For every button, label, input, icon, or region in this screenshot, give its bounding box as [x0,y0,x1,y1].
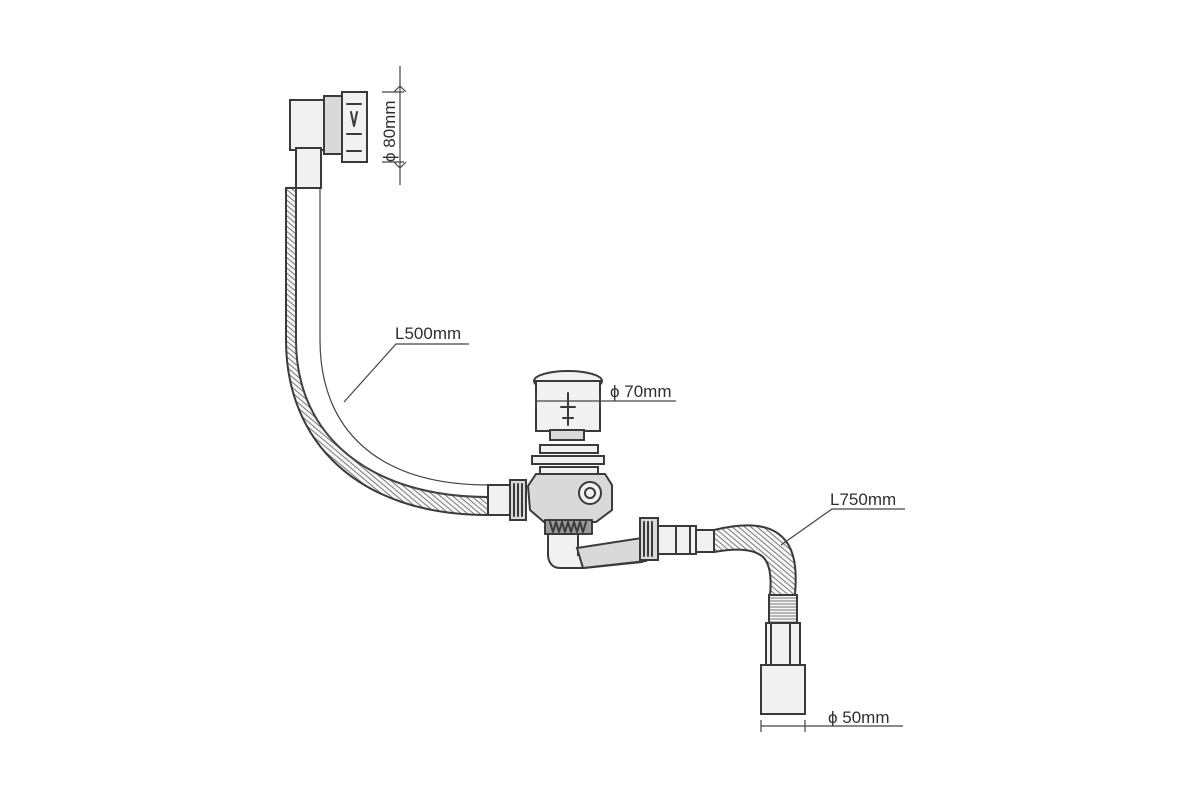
overflow-neck [295,147,322,189]
dimension-overflow-line [382,66,407,185]
dimension-outlet: ϕ 50mm [760,708,903,732]
drain-side-port-inner [584,487,596,499]
dimension-drain-line [535,395,676,407]
lower-hose-vertical [768,594,798,624]
dimension-lower-hose: L750mm [780,490,905,546]
upper-hose-outline-outer [295,188,489,498]
overflow-body [289,99,326,151]
outlet-sleeve-lines [765,622,801,666]
dimension-drain: ϕ 70mm [535,382,676,407]
dimension-outlet-label: ϕ 50mm [828,708,889,727]
outlet-lower-sleeve [760,664,806,715]
dimension-overflow: ϕ 80mm [380,66,407,185]
drain-cap-ring [549,429,585,441]
upper-hose-nut-lines [513,483,523,517]
upper-hose-fitting [487,479,527,521]
dimension-upper-hose-label: L500mm [395,324,461,343]
upper-hose-outline-inner [319,188,489,486]
dimension-drain-label: ϕ 70mm [610,382,671,401]
outlet-assembly [760,622,806,715]
dimension-lower-hose-label: L750mm [830,490,896,509]
upper-hose-coupler [487,484,511,516]
overflow-cap [323,95,343,155]
lower-hose-fitting [639,517,715,561]
drain-collar-teeth [549,521,587,533]
dimension-upper-hose-leader [343,343,469,403]
drain-flange-top [539,444,599,454]
dimension-overflow-label: ϕ 80mm [380,101,399,162]
upper-hose [285,187,489,517]
lower-hose [713,524,797,596]
dimension-upper-hose: L500mm [343,324,469,403]
dimension-lower-hose-leader [780,508,905,546]
drain-plunger [560,392,576,426]
lower-hose-end [695,529,715,553]
lower-hose-coupler-lines [675,525,691,555]
drain-assembly [526,370,648,570]
drain-flange-middle [531,455,605,465]
drain-side-port [578,481,602,505]
dimension-outlet-line [760,720,903,732]
overflow-face-lines [346,103,362,152]
overflow-head [289,91,368,189]
lower-hose-nut-lines [643,521,653,557]
